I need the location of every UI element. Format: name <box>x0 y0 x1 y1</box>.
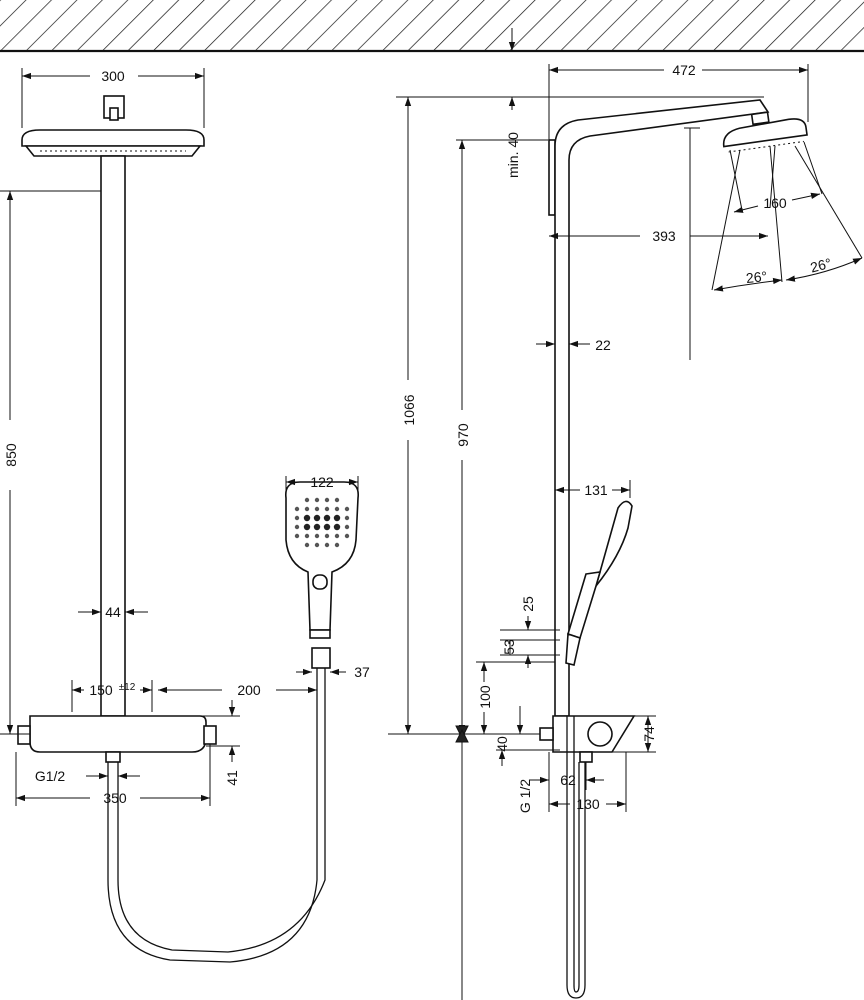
dim-1066: 1066 <box>401 394 417 425</box>
dim-62: 62 <box>560 772 576 788</box>
dim-100: 100 <box>477 685 493 709</box>
side-spray-cone <box>711 141 863 291</box>
side-thermostat <box>539 715 636 763</box>
dim-37: 37 <box>354 664 370 680</box>
dim-41: 41 <box>224 770 240 786</box>
dim-22: 22 <box>595 337 611 353</box>
dim-44: 44 <box>105 604 121 620</box>
front-hose <box>107 668 326 963</box>
dim-74: 74 <box>641 726 657 742</box>
side-hand-shower <box>565 500 633 666</box>
dim-g12-front: G1/2 <box>35 768 66 784</box>
dim-131: 131 <box>584 482 608 498</box>
dim-350: 350 <box>103 790 127 806</box>
dim-25: 25 <box>520 596 536 612</box>
dim-angle-right: 26° <box>809 255 833 276</box>
dim-150: 150 <box>89 682 113 698</box>
ceiling <box>0 0 864 53</box>
dim-300: 300 <box>101 68 125 84</box>
side-riser-arm <box>554 99 770 717</box>
dim-200: 200 <box>237 682 261 698</box>
dim-160: 160 <box>763 195 787 211</box>
front-nozzle-pattern <box>294 497 350 548</box>
dim-angle-left: 26° <box>745 268 768 286</box>
front-view <box>17 95 360 963</box>
dim-130: 130 <box>576 796 600 812</box>
side-dimensions: 472 min. 40 1066 970 393 160 26° <box>388 28 863 1000</box>
dim-122: 122 <box>310 474 334 490</box>
dim-min40: min. 40 <box>505 132 521 178</box>
dim-g12-side: G 1/2 <box>517 779 533 813</box>
front-thermostat <box>17 715 217 782</box>
side-hose <box>566 716 586 999</box>
dim-970: 970 <box>455 423 471 447</box>
front-dimensions: 300 850 44 150 ±12 200 41 G1/2 <box>0 68 370 806</box>
front-hand-shower <box>284 481 360 669</box>
side-wall-bracket <box>548 139 556 216</box>
dim-472: 472 <box>672 62 696 78</box>
dim-850: 850 <box>3 443 19 467</box>
front-riser-pipe <box>100 155 126 717</box>
side-view <box>539 99 863 999</box>
dim-40: 40 <box>494 736 510 752</box>
dim-53: 53 <box>501 639 517 655</box>
side-shower-head <box>722 111 808 153</box>
dim-393: 393 <box>652 228 676 244</box>
dim-150-tolerance: ±12 <box>119 682 136 693</box>
front-shower-head <box>21 95 205 157</box>
